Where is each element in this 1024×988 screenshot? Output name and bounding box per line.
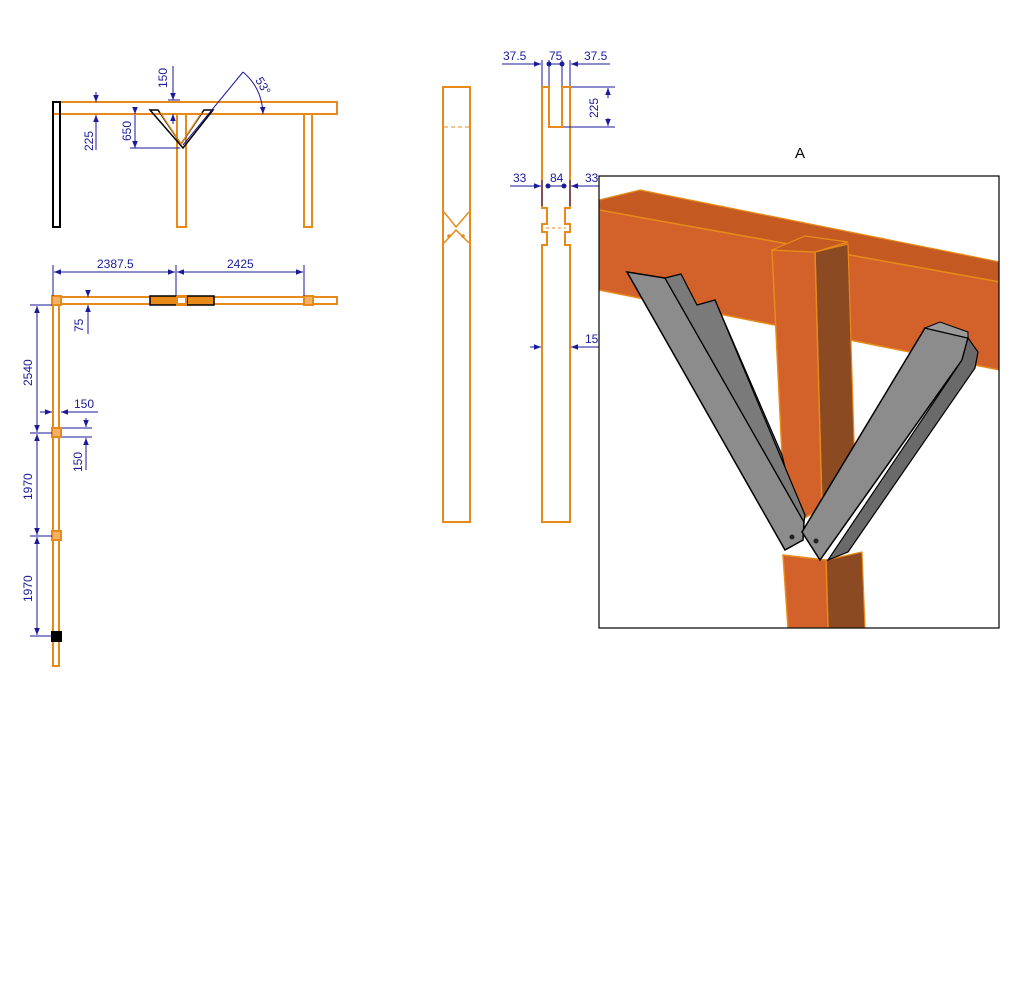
- plan-post-right: [303, 295, 314, 306]
- detail-brace-right-side: [826, 336, 979, 562]
- detail-bolt-left: [789, 534, 795, 540]
- plan-post-2: [51, 427, 62, 438]
- detail-post-lower-side: [825, 551, 866, 628]
- detail-brace-right-cap: [923, 321, 969, 339]
- post-dim-notch-mid: 84: [550, 171, 564, 185]
- plan-post-corner: [51, 295, 62, 306]
- plan-dim-run1: 2540: [21, 359, 35, 386]
- post-dim-slot-depth: 225: [587, 98, 601, 118]
- plan-view: [51, 295, 338, 667]
- detail-beam-top: [599, 189, 999, 283]
- front-dim-650: 650: [120, 121, 134, 141]
- post-dim-slot: 75: [549, 49, 563, 63]
- detail-post-top: [771, 235, 849, 253]
- post-dim-side-l: 37.5: [503, 49, 527, 63]
- post-elevation: [541, 86, 571, 523]
- front-view-dimensions: [93, 66, 266, 150]
- plan-post-mid: [176, 295, 187, 306]
- detail-label: A: [795, 145, 805, 162]
- plan-dim-post-w: 150: [74, 397, 94, 411]
- detail-a: [599, 176, 999, 628]
- plan-dim-run2: 1970: [21, 473, 35, 500]
- post-dim-notch-r: 33: [585, 171, 599, 185]
- post-elevation-outline: [541, 86, 571, 523]
- plan-dim-beam: 75: [72, 318, 86, 332]
- plan-post-3: [51, 530, 62, 541]
- front-dim-angle: 53°: [252, 75, 273, 98]
- plan-view-dimensions: [30, 265, 305, 637]
- plan-bracket-right: [186, 295, 215, 306]
- plan-dim-post-d: 150: [71, 452, 85, 472]
- detail-bolt-right: [813, 538, 819, 544]
- front-y-bracket: [148, 109, 215, 150]
- plan-dim-run3: 1970: [21, 575, 35, 602]
- front-view: [52, 101, 338, 228]
- front-dim-150: 150: [156, 68, 170, 88]
- front-post-mid: [176, 113, 187, 228]
- plan-bracket-left: [149, 295, 178, 306]
- post-side-body: [442, 86, 471, 523]
- post-side-v-notch: [443, 211, 470, 244]
- plan-side-beam: [52, 296, 60, 667]
- detail-brace-left-edge: [664, 273, 806, 524]
- front-end-post: [52, 101, 61, 228]
- post-dim-notch-l: 33: [513, 171, 527, 185]
- post-side-view: [442, 86, 471, 523]
- post-dim-side-r: 37.5: [584, 49, 608, 63]
- front-beam: [52, 101, 338, 115]
- detail-post-lower-face: [782, 554, 829, 628]
- detail-frame: [598, 175, 1000, 629]
- front-dim-225: 225: [82, 131, 96, 151]
- plan-post-4: [51, 631, 62, 642]
- front-post-right: [303, 113, 313, 228]
- plan-dim-span2: 2425: [227, 257, 254, 271]
- plan-dim-span1: 2387.5: [97, 257, 134, 271]
